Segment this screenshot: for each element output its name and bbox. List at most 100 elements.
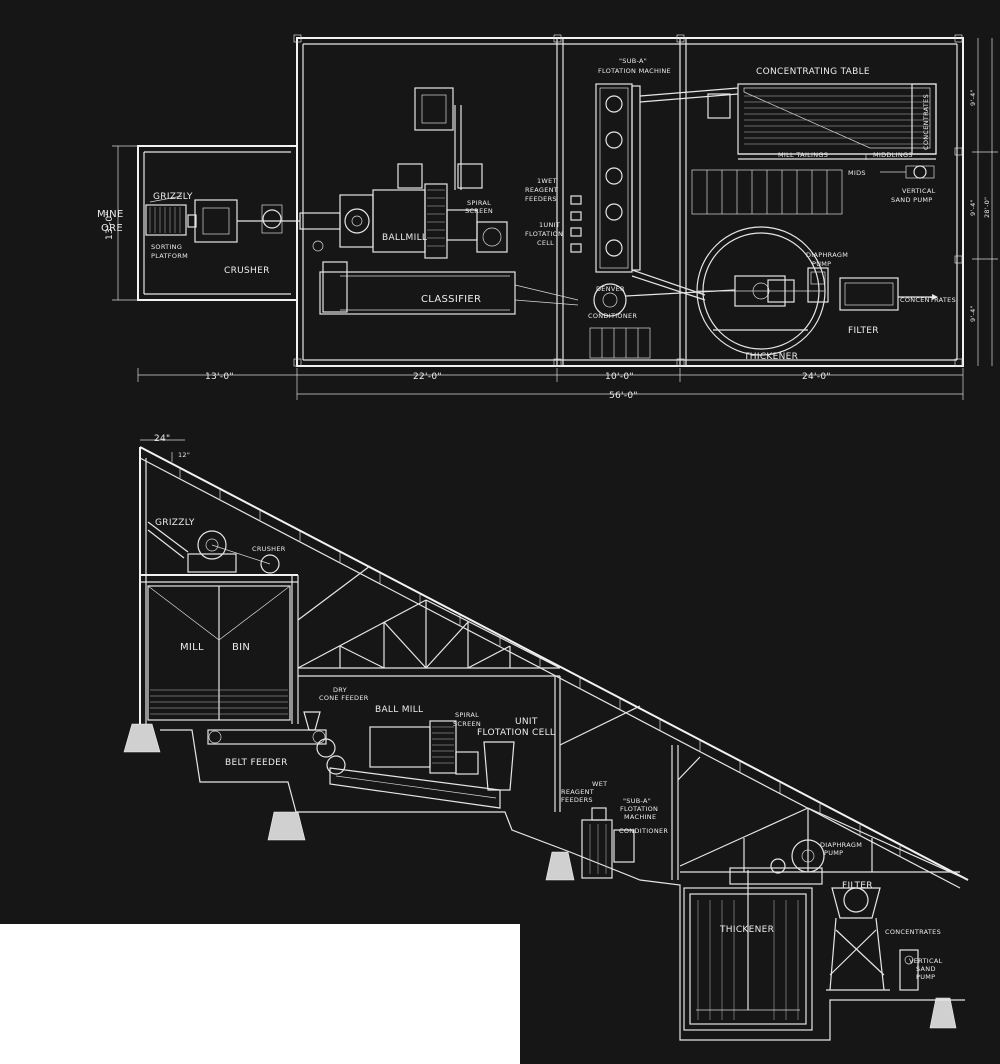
plan-thickener <box>696 226 826 356</box>
section-conditioner <box>613 829 635 863</box>
plan-label-grizzly: GRIZZLY <box>153 192 193 202</box>
section-label-cone-feeder: CONE FEEDER <box>319 694 369 702</box>
plan-label-sorting: SORTING <box>151 243 182 251</box>
section-label-flotation-cell: FLOTATION CELL <box>477 728 555 738</box>
plan-dim-13-bottom: 13'-0" <box>205 372 234 382</box>
plan-label-suba: "SUB-A" <box>619 57 647 65</box>
section-label-grizzly: GRIZZLY <box>155 518 195 528</box>
section-footing-1 <box>123 723 161 753</box>
plan-concentrating-table <box>737 83 937 160</box>
section-label-filter: FILTER <box>842 881 873 891</box>
plan-label-vertical: VERTICAL <box>902 187 936 195</box>
section-ground-line <box>160 729 965 1041</box>
plan-dim-10: 10'-0" <box>605 372 634 382</box>
section-filter <box>831 887 881 919</box>
section-trusses <box>297 565 701 880</box>
plan-mill-motor <box>414 87 454 131</box>
plan-diaphragm-pump <box>807 267 829 303</box>
section-label-sand: SAND <box>916 965 936 973</box>
plan-label-mill-tailings: MILL TAILINGS <box>778 151 828 159</box>
plan-label-wet: 1WET <box>537 177 557 185</box>
section-label-conditioner: CONDITIONER <box>619 827 668 835</box>
section-label-pump: PUMP <box>824 849 843 857</box>
plan-label-concentrating-table: CONCENTRATING TABLE <box>756 67 870 77</box>
plan-label-unit: 1UNIT <box>539 221 560 229</box>
section-label-suba-flotation: FLOTATION <box>620 805 658 813</box>
section-label-wet: WET <box>592 780 607 788</box>
section-label-vertical: VERTICAL <box>909 957 943 965</box>
plan-label-flotation: FLOTATION <box>525 230 563 238</box>
plan-label-sand-pump: SAND PUMP <box>891 196 933 204</box>
plan-label-conditioner: CONDITIONER <box>588 312 637 320</box>
plan-dim-56: 56'-0" <box>609 391 638 401</box>
section-belt-feeder <box>207 729 327 745</box>
section-label-belt-feeder: BELT FEEDER <box>225 758 288 768</box>
plan-label-thickener: THICKENER <box>743 352 798 362</box>
section-label-reagent: REAGENT <box>561 788 594 796</box>
section-mill-bin <box>147 585 291 721</box>
section-label-diaphragm: DIAPHRAGM <box>820 841 862 849</box>
section-label-spiral: SPIRAL <box>455 711 479 719</box>
section-diaphragm-pump <box>791 839 825 873</box>
plan-denver-conditioner <box>593 283 627 317</box>
section-unit-flotation-cell <box>483 741 515 791</box>
section-label-dry: DRY <box>333 686 347 694</box>
section-dim-12: 12" <box>178 451 190 459</box>
plan-label-ballmill: BALLMILL <box>382 233 427 243</box>
plan-dim-9-4-top: 9'-4" <box>969 89 977 106</box>
plan-dim-9-4-mid: 9'-4" <box>969 199 977 216</box>
plan-dim-9-4-bot: 9'-4" <box>969 305 977 322</box>
plan-label-crusher: CRUSHER <box>224 266 270 276</box>
section-view: 24" 12" GRIZZLY CRUSHER MILL BIN DRY CON… <box>123 434 969 1041</box>
plan-dim-13-left: 13'-0" <box>105 211 115 240</box>
plan-label-diaphragm: DIAPHRAGM <box>806 251 848 259</box>
plan-label-reagent: REAGENT <box>525 186 558 194</box>
plan-label-mine-ore-2: ORE <box>101 223 123 234</box>
section-label-thickener: THICKENER <box>719 925 774 935</box>
plan-label-mids: MIDS <box>848 169 866 177</box>
plan-label-filter: FILTER <box>848 326 879 336</box>
plan-dim-24: 24'-0" <box>802 372 831 382</box>
plan-label-mine-ore: MINE <box>97 209 124 220</box>
section-label-ball-mill: BALL MILL <box>375 705 423 715</box>
plan-unit-flotation-cell <box>476 221 508 253</box>
section-label-crusher: CRUSHER <box>252 545 286 553</box>
plan-label-pump: PUMP <box>812 260 831 268</box>
plan-grizzly <box>145 204 187 236</box>
plan-label-concentrates-vertical: CONCENTRATES <box>922 94 930 150</box>
plan-label-concentrates: CONCENTRATES <box>900 296 956 304</box>
section-label-mill: MILL <box>180 642 204 653</box>
section-label-screen: SCREEN <box>453 720 481 728</box>
plan-dim-28: 28'-0" <box>983 197 991 218</box>
plan-label-denver: DENVER <box>596 285 625 293</box>
plan-crusher-house <box>137 145 298 301</box>
section-label-pump-2: PUMP <box>916 973 935 981</box>
plan-label-screen: SCREEN <box>465 207 493 215</box>
section-label-bin: BIN <box>232 642 250 653</box>
plan-label-flotation-machine: FLOTATION MACHINE <box>598 67 671 75</box>
section-crusher <box>197 530 227 560</box>
plan-view: MINE ORE GRIZZLY SORTING PLATFORM CRUSHE… <box>97 34 998 401</box>
section-label-unit: UNIT <box>515 717 538 727</box>
blank-paper-area <box>0 924 520 1064</box>
section-dim-24: 24" <box>154 434 171 444</box>
section-label-concentrates: CONCENTRATES <box>885 928 941 936</box>
plan-label-middlings: MIDDLINGS <box>873 151 913 159</box>
plan-dim-22: 22'-0" <box>413 372 442 382</box>
plan-label-feeders: FEEDERS <box>525 195 557 203</box>
plan-filter <box>839 277 899 311</box>
section-label-feeders: FEEDERS <box>561 796 593 804</box>
plan-label-cell: CELL <box>537 239 554 247</box>
section-label-suba-machine: MACHINE <box>624 813 656 821</box>
plan-label-platform: PLATFORM <box>151 252 188 260</box>
section-vertical-sand-pump <box>899 949 919 991</box>
plan-stairs <box>589 169 843 359</box>
plan-dimension-lines <box>112 38 998 400</box>
section-roof-slope <box>139 446 969 881</box>
section-label-suba: "SUB-A" <box>623 797 651 805</box>
plan-label-classifier: CLASSIFIER <box>421 294 481 305</box>
plan-label-spiral: SPIRAL <box>467 199 491 207</box>
plan-classifier <box>319 271 516 315</box>
section-thickener-tank <box>683 870 813 1031</box>
